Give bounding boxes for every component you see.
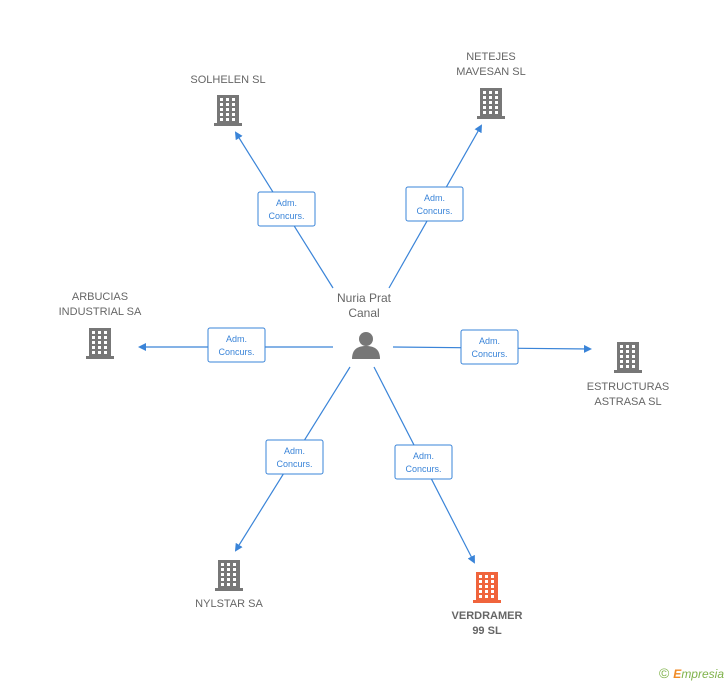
network-diagram: Adm.Concurs.Adm.Concurs.Adm.Concurs.Adm.… [59, 51, 670, 637]
company-name-line: ESTRUCTURAS [587, 381, 670, 393]
company-name-line: NETEJES [466, 51, 516, 63]
company-node-netejes[interactable]: NETEJES MAVESAN SL [456, 51, 526, 119]
company-name-line: MAVESAN SL [456, 66, 526, 78]
role-line1: Adm. [226, 334, 247, 344]
center-name-line2: Canal [348, 306, 379, 320]
company-node-verdramer[interactable]: VERDRAMER 99 SL [452, 572, 523, 637]
center-name-line1: Nuria Prat [337, 291, 392, 305]
edge-verdramer: Adm. Concurs. [373, 366, 475, 564]
role-label-box[interactable]: Adm. Concurs. [460, 329, 519, 365]
copyright-symbol: © [658, 665, 670, 681]
role-line1: Adm. [276, 198, 297, 208]
role-label-box[interactable]: Adm. Concurs. [257, 191, 316, 227]
role-line2: Concurs. [268, 211, 304, 221]
role-line2: Concurs. [276, 459, 312, 469]
role-label-box[interactable]: Adm. Concurs. [394, 444, 453, 480]
company-node-nylstar[interactable]: NYLSTAR SA [195, 560, 263, 610]
building-icon [614, 342, 642, 373]
company-node-arbucias[interactable]: ARBUCIAS INDUSTRIAL SA [59, 291, 142, 359]
brand-watermark: ©Empresia [659, 665, 724, 681]
company-name-line: VERDRAMER [452, 610, 523, 622]
edge-arbucias: Adm. Concurs. [138, 327, 333, 363]
role-label-box[interactable]: Adm. Concurs. [207, 327, 266, 363]
edge-nylstar: Adm. Concurs. [234, 366, 351, 552]
building-icon [86, 328, 114, 359]
company-node-solhelen[interactable]: SOLHELEN SL [190, 74, 266, 126]
building-icon [473, 572, 501, 603]
role-line2: Concurs. [405, 464, 441, 474]
role-label-box[interactable]: Adm. Concurs. [265, 439, 324, 475]
company-node-estructuras[interactable]: ESTRUCTURAS ASTRASA SL [587, 342, 670, 408]
company-name-line: INDUSTRIAL SA [59, 306, 142, 318]
person-icon [352, 332, 380, 359]
edge-solhelen: Adm. Concurs. [234, 131, 334, 289]
role-line2: Concurs. [471, 349, 507, 359]
role-line2: Concurs. [416, 206, 452, 216]
company-name-line: 99 SL [472, 625, 502, 637]
brand-e-letter: E [673, 667, 682, 681]
edge-estructuras: Adm. Concurs. [392, 329, 592, 365]
edge-netejes: Adm. Concurs. [388, 124, 482, 289]
role-line2: Concurs. [218, 347, 254, 357]
building-icon [214, 95, 242, 126]
company-name-line: ASTRASA SL [594, 396, 661, 408]
role-label-box[interactable]: Adm. Concurs. [405, 186, 464, 222]
company-name-line: NYLSTAR SA [195, 598, 263, 610]
building-icon [477, 88, 505, 119]
role-line1: Adm. [413, 451, 434, 461]
company-name-line: SOLHELEN SL [190, 74, 265, 86]
role-line1: Adm. [479, 336, 500, 346]
center-person-node[interactable]: Nuria Prat Canal [337, 291, 392, 359]
role-line1: Adm. [284, 446, 305, 456]
building-icon [215, 560, 243, 591]
company-name-line: ARBUCIAS [72, 291, 128, 303]
role-line1: Adm. [424, 193, 445, 203]
brand-name: mpresia [681, 667, 724, 681]
